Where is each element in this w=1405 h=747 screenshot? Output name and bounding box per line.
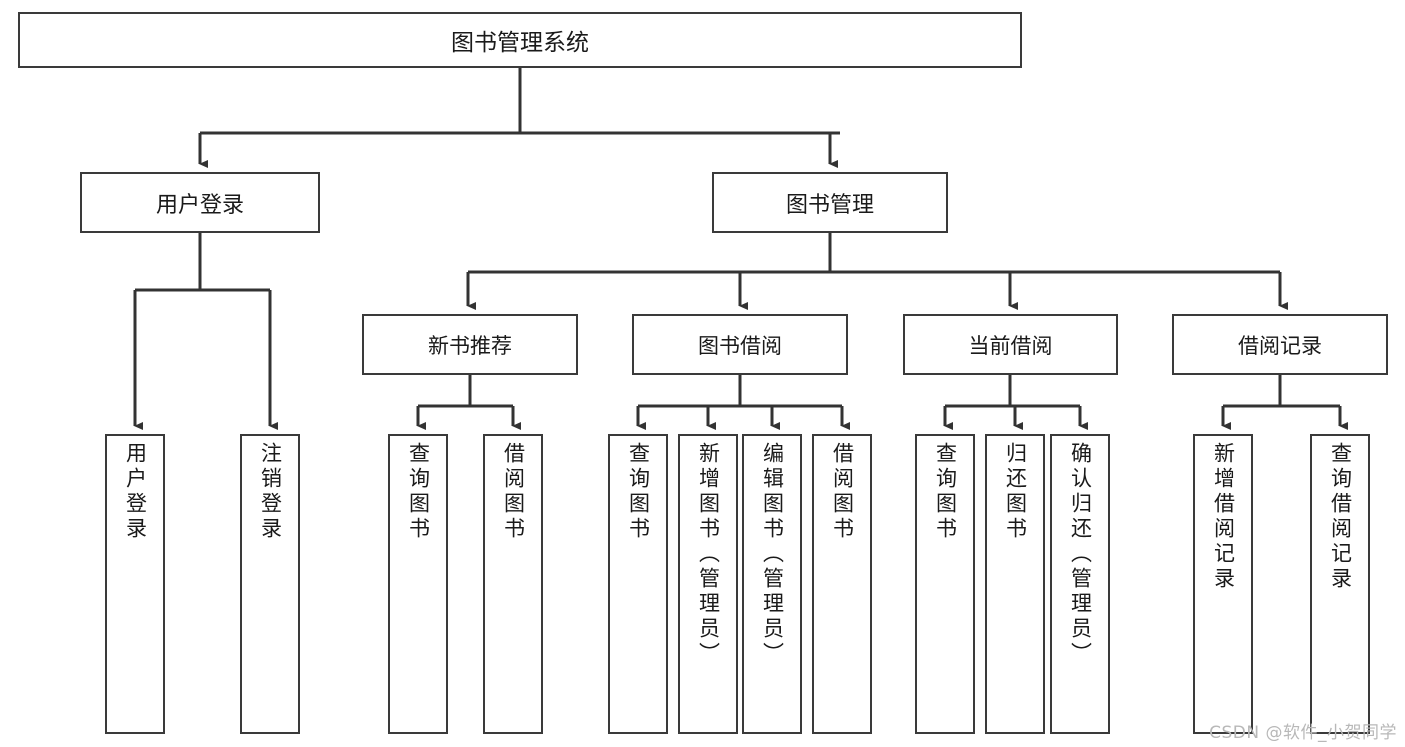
leaf-logout-login[interactable]: 注销登录 — [240, 434, 300, 734]
leaf-borrow-book-2[interactable]: 借阅图书 — [812, 434, 872, 734]
leaf-add-record[interactable]: 新增借阅记录 — [1193, 434, 1253, 734]
leaf-borrow-book-1[interactable]: 借阅图书 — [483, 434, 543, 734]
node-user-login[interactable]: 用户登录 — [80, 172, 320, 233]
leaf-add-book[interactable]: 新增图书（管理员） — [678, 434, 738, 734]
node-borrow-record[interactable]: 借阅记录 — [1172, 314, 1388, 375]
node-label: 查询图书 — [933, 442, 958, 542]
node-label: 编辑图书（管理员） — [760, 442, 785, 667]
node-new-book-recommend[interactable]: 新书推荐 — [362, 314, 578, 375]
node-label: 当前借阅 — [968, 333, 1053, 358]
node-book-borrow[interactable]: 图书借阅 — [632, 314, 848, 375]
node-label: 用户登录 — [123, 442, 148, 542]
node-label: 查询图书 — [406, 442, 431, 542]
leaf-query-book-1[interactable]: 查询图书 — [388, 434, 448, 734]
leaf-query-record[interactable]: 查询借阅记录 — [1310, 434, 1370, 734]
node-current-borrow[interactable]: 当前借阅 — [903, 314, 1118, 375]
node-label: 注销登录 — [258, 442, 283, 542]
node-label: 借阅图书 — [830, 442, 855, 542]
leaf-return-book[interactable]: 归还图书 — [985, 434, 1045, 734]
node-label: 查询借阅记录 — [1328, 442, 1353, 592]
node-label: 借阅图书 — [501, 442, 526, 542]
leaf-confirm-return[interactable]: 确认归还（管理员） — [1050, 434, 1110, 734]
node-label: 图书管理 — [785, 192, 874, 218]
node-book-manage[interactable]: 图书管理 — [712, 172, 948, 233]
node-label: 新增图书（管理员） — [696, 442, 721, 667]
node-label: 查询图书 — [626, 442, 651, 542]
leaf-edit-book[interactable]: 编辑图书（管理员） — [742, 434, 802, 734]
csdn-watermark: CSDN @软件_小贺同学 — [1209, 723, 1397, 743]
leaf-query-book-2[interactable]: 查询图书 — [608, 434, 668, 734]
node-root-system[interactable]: 图书管理系统 — [18, 12, 1022, 68]
node-label: 归还图书 — [1003, 442, 1028, 542]
leaf-user-login[interactable]: 用户登录 — [105, 434, 165, 734]
node-label: 图书管理系统 — [451, 30, 589, 56]
node-label: 新增借阅记录 — [1211, 442, 1236, 592]
node-label: 确认归还（管理员） — [1068, 442, 1093, 667]
node-label: 用户登录 — [155, 192, 244, 218]
node-label: 图书借阅 — [698, 333, 782, 358]
node-label: 新书推荐 — [428, 333, 512, 358]
leaf-query-book-3[interactable]: 查询图书 — [915, 434, 975, 734]
node-label: 借阅记录 — [1238, 333, 1322, 358]
